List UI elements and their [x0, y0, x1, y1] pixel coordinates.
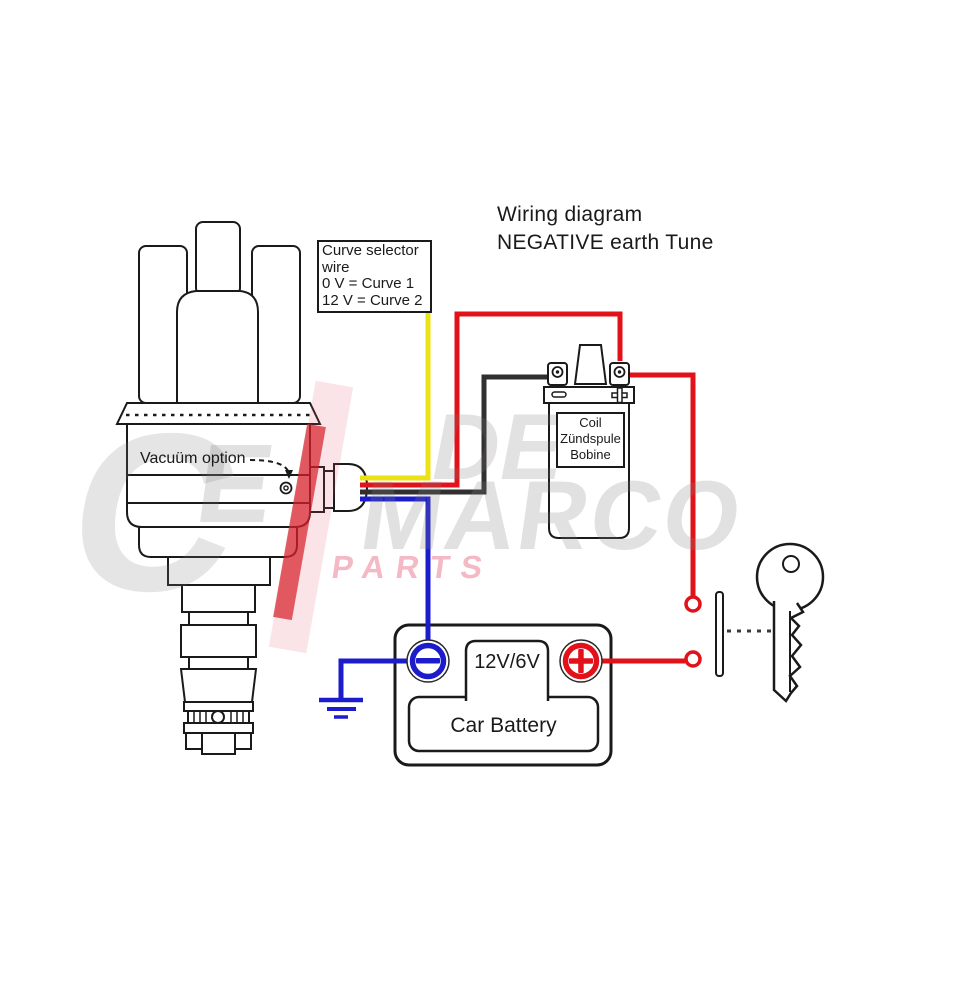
distributor-block-1: [180, 624, 257, 658]
key-hole: [782, 555, 800, 573]
distributor-neck-1: [188, 611, 249, 626]
coil-terminal-right-dot: [617, 370, 622, 374]
distributor-collar-3: [183, 722, 254, 734]
distributor-shaft-1: [181, 584, 256, 613]
distributor-cap-tower-right: [251, 245, 301, 404]
coil-label-line-3: Bobine: [570, 447, 611, 462]
distributor-collar-1: [167, 556, 271, 586]
diagram-title: Wiring diagram NEGATIVE earth Tune: [497, 201, 714, 257]
drive-dog-tab-left: [185, 732, 203, 750]
coil-to-switch-wire-red: [629, 372, 696, 596]
coil-bracket-bolt-v: [616, 387, 623, 404]
switch-contact-bottom: [684, 650, 702, 668]
drive-dog-center: [201, 732, 236, 755]
coil-terminal-left-dot: [555, 370, 560, 374]
curve-note-line-4: 12 V = Curve 2: [322, 291, 423, 309]
distributor-shoulder: [138, 526, 298, 558]
curve-selector-wire-yellow: [360, 311, 431, 481]
wire-grommet-ring: [323, 470, 335, 509]
distributor-collar-2: [183, 701, 254, 712]
distributor-cap-center-column: [176, 290, 259, 404]
drive-pin-hole: [211, 710, 225, 724]
distributor: [115, 221, 369, 755]
coil-bracket-slot: [551, 391, 567, 398]
drive-dog-tab-right: [234, 732, 252, 750]
curve-note-line-3: 0 V = Curve 1: [322, 275, 415, 292]
battery-terminals: [406, 639, 603, 683]
switch-lever: [715, 591, 724, 677]
ground-wire-blue-to-battery: [360, 496, 431, 643]
vacuum-option-label: Vacuüm option: [140, 450, 246, 467]
minus-icon: [416, 658, 440, 664]
battery-voltage-label: 12V/6V: [474, 651, 540, 673]
vacuum-screw-center: [283, 485, 289, 491]
coil-label-box: Coil Zündspule Bobine: [556, 412, 625, 468]
power-wire-red-to-coil: [360, 311, 623, 488]
battery-voltage-plate: [464, 639, 550, 701]
curve-note-line-2: wire: [322, 258, 350, 276]
switch-contact-top: [684, 595, 702, 613]
coil-label-line-1: Coil: [579, 415, 602, 430]
ignition-switch: [684, 591, 776, 677]
key-head: [755, 542, 825, 612]
title-line-1: Wiring diagram: [497, 203, 643, 226]
ground-wire-blue-branch: [338, 658, 412, 699]
distributor-block-2: [179, 668, 258, 703]
wiring: [338, 311, 696, 699]
plus-icon-v: [578, 649, 584, 673]
battery-name-label: Car Battery: [450, 714, 557, 737]
key-blade: [772, 601, 805, 703]
signal-wire-black-to-coil: [360, 374, 549, 495]
distributor-neck-2: [188, 656, 249, 670]
ignition-key-icon: [755, 542, 825, 703]
curve-note-line-1: Curve selector: [322, 242, 419, 259]
title-line-2: NEGATIVE earth Tune: [497, 231, 714, 254]
coil-label-line-2: Zündspule: [560, 431, 621, 446]
ground-symbol: [319, 697, 363, 719]
coil-ht-tower: [573, 344, 608, 385]
curve-selector-note: Curve selector wire 0 V = Curve 1 12 V =…: [317, 240, 432, 313]
distributor-cap-tower-center: [195, 221, 241, 296]
distributor-cap-flange: [115, 402, 322, 425]
wire-grommet-base: [309, 466, 325, 513]
